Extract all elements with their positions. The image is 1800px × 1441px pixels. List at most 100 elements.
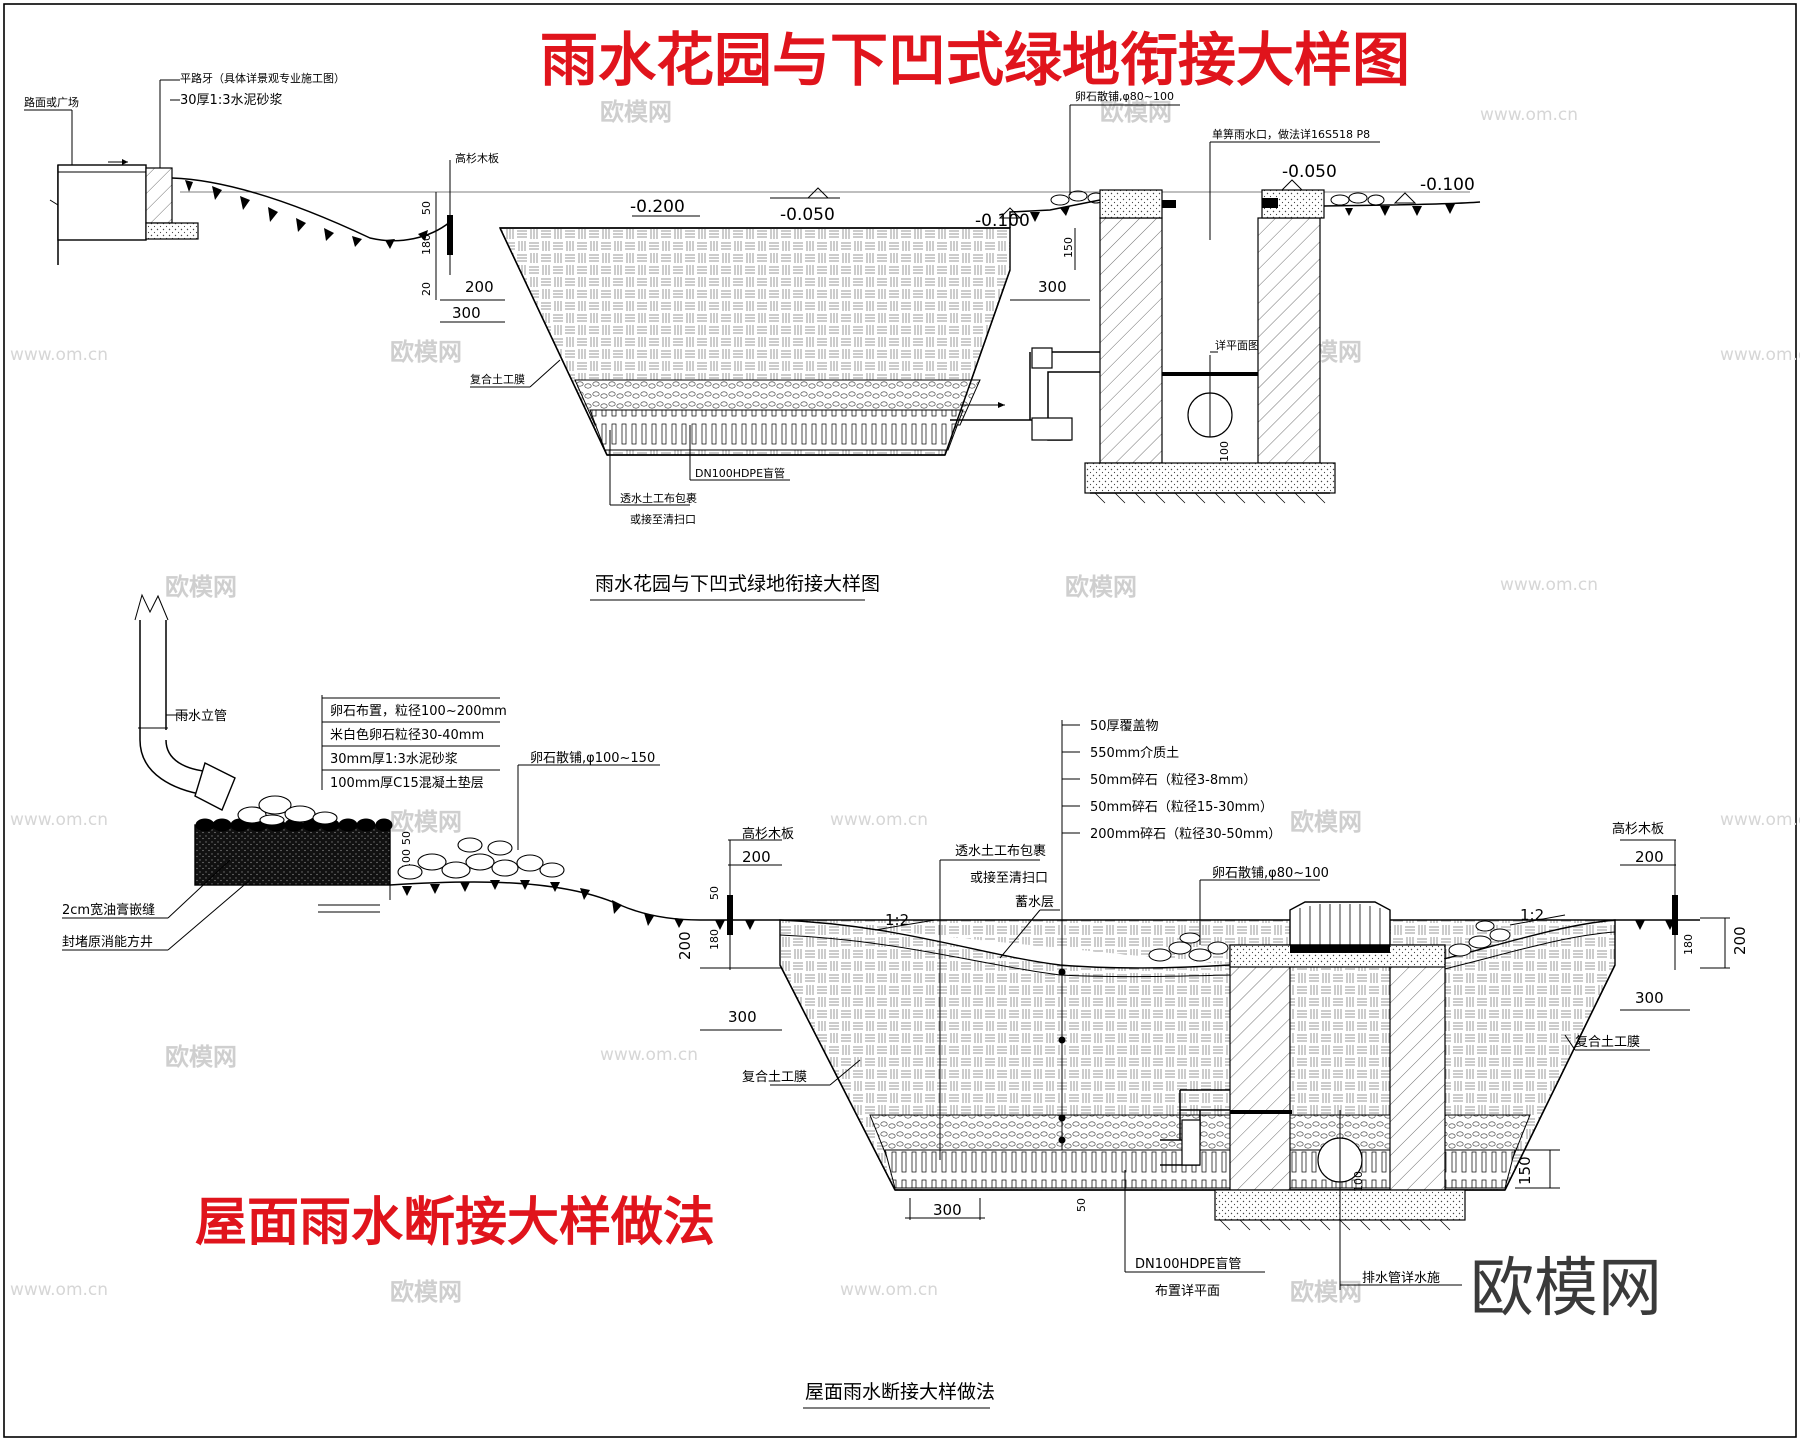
svg-text:DN100HDPE盲管: DN100HDPE盲管 [1135,1256,1241,1272]
svg-text:50: 50 [420,201,433,215]
svg-text:1:2: 1:2 [885,911,909,929]
svg-text:布置详平面: 布置详平面 [1155,1284,1220,1299]
svg-text:或接至清扫口: 或接至清扫口 [970,870,1048,886]
svg-text:150: 150 [1516,1156,1534,1185]
watermark-url: www.om.cn [10,810,108,830]
svg-text:200: 200 [1635,848,1664,866]
bottom-caption: 屋面雨水断接大样做法 [805,1381,995,1403]
svg-text:单箅雨水口，做法详16S518 P8: 单箅雨水口，做法详16S518 P8 [1212,127,1370,141]
svg-text:300: 300 [1038,278,1067,296]
svg-text:复合土工膜: 复合土工膜 [470,372,525,386]
svg-text:300: 300 [728,1008,757,1026]
watermark-url: www.om.cn [1500,575,1598,595]
inlet-base [1084,462,1336,494]
svg-text:200: 200 [1731,926,1749,955]
svg-text:路面或广场: 路面或广场 [24,95,79,109]
watermark-text: 欧模网 [165,1043,237,1071]
svg-text:米白色卵石粒径30-40mm: 米白色卵石粒径30-40mm [330,727,484,743]
svg-text:高杉木板: 高杉木板 [742,826,794,842]
bottom-well-right [1389,944,1446,1191]
svg-text:封堵原消能方井: 封堵原消能方井 [62,934,153,950]
watermark-url: www.om.cn [1720,345,1800,365]
inlet-wall-left [1099,217,1163,464]
svg-text:排水管详水施: 排水管详水施 [1362,1271,1440,1286]
svg-text:复合土工膜: 复合土工膜 [742,1070,807,1085]
bottom-diagram: 雨水立管 100 50 [62,593,1749,1409]
layer-callouts: 50厚覆盖物 550mm介质土 50mm碎石（粒径3-8mm） 50mm碎石（粒… [1058,719,1281,1150]
watermark-text: 欧模网 [390,808,462,836]
svg-text:50: 50 [1075,1198,1088,1212]
brand-logo: 欧模网 [1470,1252,1662,1326]
svg-text:50mm碎石（粒径3-8mm）: 50mm碎石（粒径3-8mm） [1090,773,1256,788]
concrete-pad [194,824,391,886]
svg-text:50mm碎石（粒径15-30mm）: 50mm碎石（粒径15-30mm） [1090,800,1273,815]
elevation-markers: -0.200 -0.050 -0.100 -0.050 -0.100 [630,162,1475,231]
label-downpipe: 雨水立管 [175,709,227,724]
watermark-url: www.om.cn [600,1045,698,1065]
svg-text:150: 150 [1062,237,1075,258]
svg-text:-0.100: -0.100 [975,211,1030,231]
svg-text:2cm宽油膏嵌缝: 2cm宽油膏嵌缝 [62,902,155,918]
top-labels: 路面或广场 平路牙（具体详景观专业施工图） 30厚1:3水泥砂浆 卵石散铺,φ8… [24,71,1380,526]
svg-text:卵石布置，粒径100~200mm: 卵石布置，粒径100~200mm [330,704,507,719]
svg-text:透水土工布包裹: 透水土工布包裹 [620,491,697,505]
svg-text:DN100HDPE盲管: DN100HDPE盲管 [695,466,785,480]
svg-text:30mm厚1:3水泥砂浆: 30mm厚1:3水泥砂浆 [330,752,458,767]
downpipe: 雨水立管 [134,593,236,811]
watermark-text: 欧模网 [390,338,462,366]
svg-text:平路牙（具体详景观专业施工图）: 平路牙（具体详景观专业施工图） [180,71,345,85]
watermark-url: www.om.cn [10,1280,108,1300]
svg-text:180: 180 [708,929,721,950]
watermark-url: www.om.cn [830,810,928,830]
svg-text:550mm介质土: 550mm介质土 [1090,746,1179,761]
inlet-wall-right [1257,217,1321,464]
svg-text:-0.100: -0.100 [1420,175,1475,195]
watermark-text: 欧模网 [1290,1278,1362,1306]
svg-text:300: 300 [452,304,481,322]
svg-text:卵石散铺,φ80~100: 卵石散铺,φ80~100 [1075,89,1174,103]
bottom-dimensions: 200 50 180 200 300 200 180 200 300 150 [676,839,1749,1220]
bottom-labels: 高杉木板 高杉木板 透水土工布包裹 或接至清扫口 蓄水层 卵石散铺,φ80~10… [742,821,1664,1299]
svg-text:300: 300 [1635,989,1664,1007]
svg-text:卵石散铺,φ80~100: 卵石散铺,φ80~100 [1212,866,1329,881]
watermark-url: www.om.cn [10,345,108,365]
top-title: 雨水花园与下凹式绿地衔接大样图 [540,26,1410,94]
svg-text:详平面图: 详平面图 [1215,338,1259,352]
svg-text:200: 200 [465,278,494,296]
svg-text:100: 100 [1218,441,1231,462]
watermark-text: 欧模网 [1100,98,1172,126]
watermark-url: www.om.cn [1480,105,1578,125]
drawing-frame [3,3,1797,1438]
pebbles-basin [1148,920,1511,962]
svg-text:复合土工膜: 复合土工膜 [1575,1035,1640,1050]
bottom-well-left [1229,944,1291,1191]
svg-text:-0.200: -0.200 [630,197,685,217]
svg-text:180: 180 [420,234,433,255]
pad-layer-labels: 卵石布置，粒径100~200mm 米白色卵石粒径30-40mm 30mm厚1:3… [62,695,660,951]
watermark-url: www.om.cn [1720,810,1800,830]
svg-text:200mm碎石（粒径30-50mm）: 200mm碎石（粒径30-50mm） [1090,827,1281,842]
svg-text:透水土工布包裹: 透水土工布包裹 [955,844,1046,859]
svg-text:50厚覆盖物: 50厚覆盖物 [1090,719,1159,734]
svg-text:卵石散铺,φ100~150: 卵石散铺,φ100~150 [530,751,655,766]
svg-text:200: 200 [676,931,694,960]
svg-text:蓄水层: 蓄水层 [1015,895,1054,910]
watermark-url: www.om.cn [840,1280,938,1300]
watermark-text: 欧模网 [1065,573,1137,601]
watermark-text: 欧模网 [390,1278,462,1306]
label-board: 高杉木板 [455,151,499,165]
pebbles-pad [237,795,338,826]
svg-text:50: 50 [400,831,413,845]
svg-text:20: 20 [420,282,433,296]
watermark-text: 欧模网 [600,98,672,126]
svg-text:-0.050: -0.050 [780,205,835,225]
svg-text:30厚1:3水泥砂浆: 30厚1:3水泥砂浆 [180,93,282,108]
road-curb [49,159,199,265]
svg-text:100mm厚C15混凝土垫层: 100mm厚C15混凝土垫层 [330,775,484,791]
svg-text:180: 180 [1682,934,1695,955]
svg-text:100: 100 [1352,1171,1365,1192]
svg-text:-0.050: -0.050 [1282,162,1337,182]
svg-text:50: 50 [708,886,721,900]
top-diagram: 雨水花园与下凹式绿地衔接大样图 高杉木板 [24,26,1481,601]
